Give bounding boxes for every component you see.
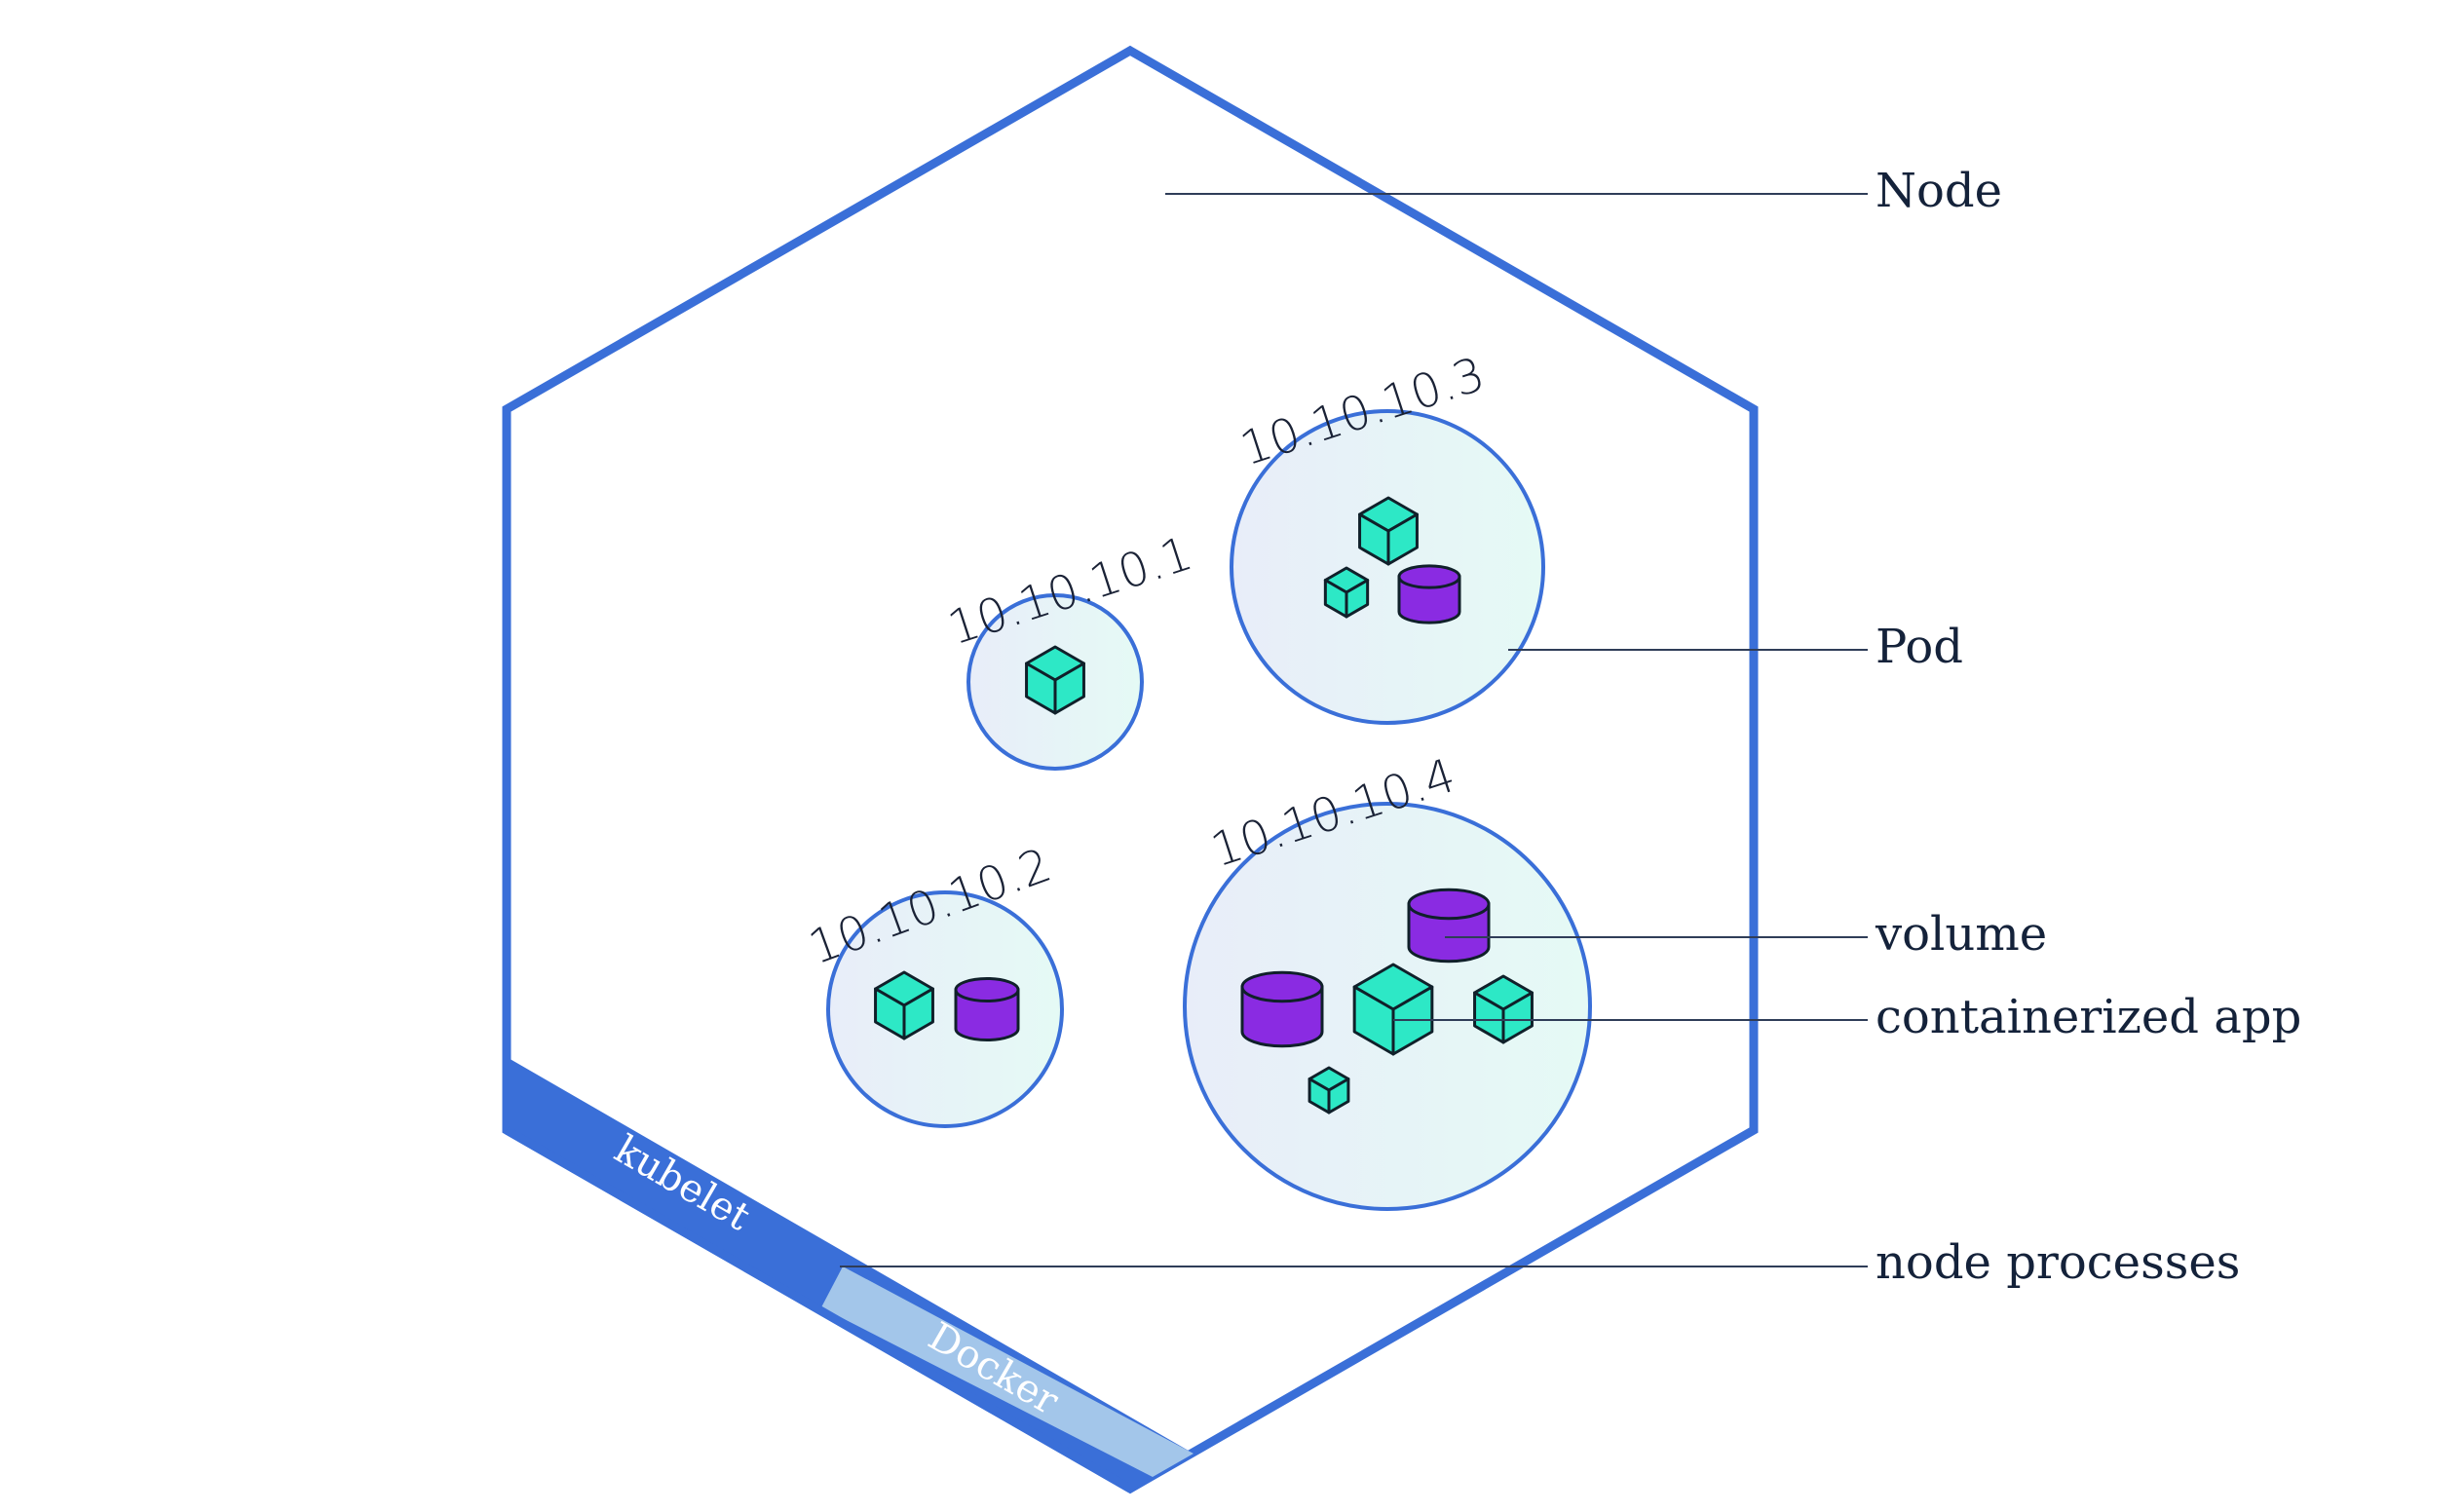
- cube-icon: [1358, 496, 1419, 566]
- docker-strip: [821, 1266, 1194, 1477]
- cylinder-icon: [954, 976, 1020, 1042]
- cube-icon: [1307, 1066, 1350, 1115]
- cube-icon: [1473, 974, 1534, 1044]
- cylinder-icon: [1397, 564, 1461, 624]
- callout-leaders: [840, 193, 1868, 1267]
- cube-icon: [874, 970, 934, 1040]
- cylinder-icon: [1407, 888, 1491, 964]
- pod-circle: [826, 890, 1064, 1128]
- node-processes-label: node processes: [1876, 1235, 2240, 1290]
- node-hexagon: [502, 45, 1759, 1494]
- callout-labels: Node Pod volume containerized app node p…: [1875, 164, 2301, 1290]
- cube-icon: [1352, 963, 1434, 1056]
- cube-icon: [1323, 566, 1370, 619]
- node-label: Node: [1876, 164, 2002, 218]
- cylinder-icon: [1240, 970, 1324, 1048]
- cube-icon: [1025, 645, 1085, 715]
- pod-label: Pod: [1876, 620, 1963, 674]
- volume-label: volume: [1875, 907, 2047, 962]
- pod-3: 10.10.10.3: [1230, 347, 1545, 725]
- containerized-app-label: containerized app: [1876, 990, 2301, 1044]
- pod-circle: [1230, 409, 1545, 725]
